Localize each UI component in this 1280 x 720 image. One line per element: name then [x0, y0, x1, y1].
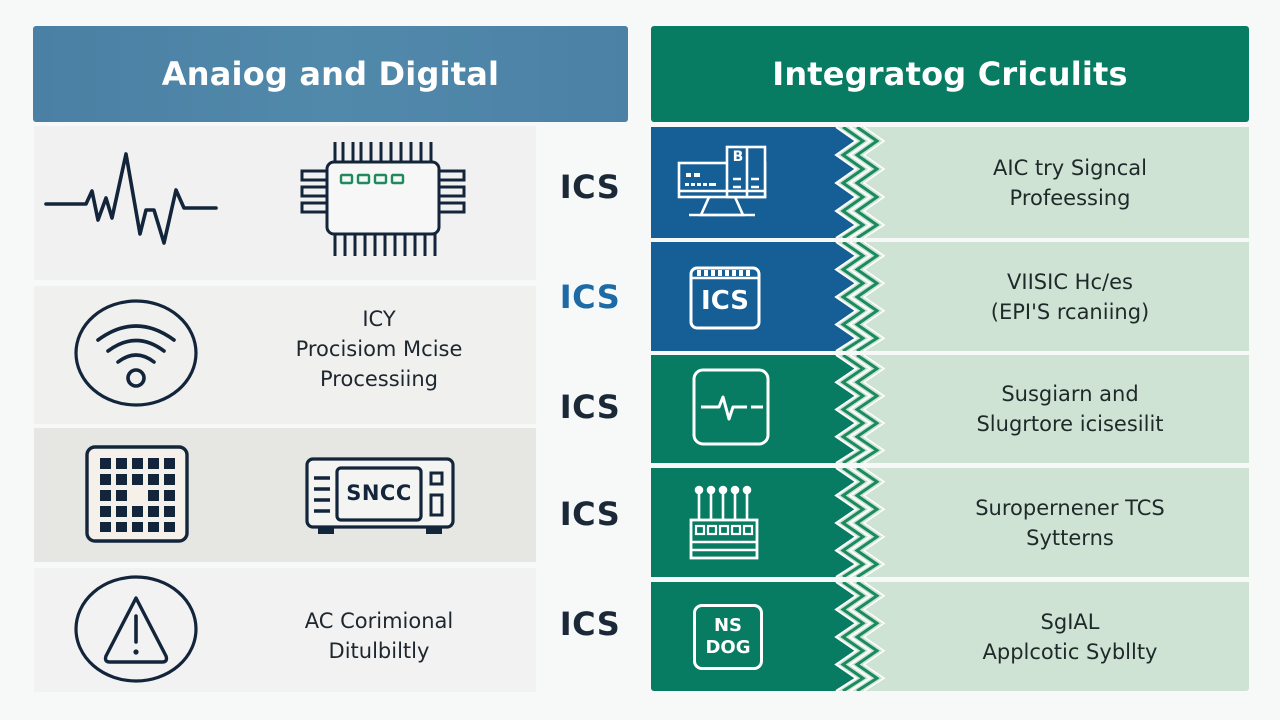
right-row-1-text: AIC try Signcal Profeessing — [993, 155, 1147, 210]
device-label: SNCC — [346, 481, 412, 505]
row-2-icon-bar — [651, 242, 836, 351]
left-row-3: SNCC — [34, 428, 536, 562]
left-row-2: ICY Procisiom Mcise Processiing — [34, 286, 536, 424]
warning-icon — [74, 575, 198, 683]
left-panel-title: Anaiog and Digital — [161, 55, 500, 93]
right-panel-header: Integratog Criculits — [651, 26, 1249, 122]
left-row-4: AC Corimional Ditulbiltly — [34, 568, 536, 692]
right-row-1: B AIC try Signcal Profeessing — [651, 127, 1249, 238]
left-row-1 — [34, 126, 536, 280]
right-row-4: Suropernener TCS Sytterns — [651, 468, 1249, 577]
ics-label-1: ICS — [559, 168, 621, 206]
zigzag-divider — [816, 582, 886, 691]
left-row-4-text: AC Corimional Ditulbiltly — [304, 609, 454, 663]
right-row-2: ICS VIISIC Hc/es (EPI'S rcaniing) — [651, 242, 1249, 351]
ics-label-5: ICS — [559, 605, 621, 643]
computer-monitor-icon: B — [677, 145, 769, 223]
chip-label: ICS — [701, 286, 749, 316]
microchip-icon — [300, 142, 466, 256]
monitor-letter: B — [732, 149, 744, 165]
zigzag-divider — [816, 468, 886, 577]
ics-label-4: ICS — [559, 495, 621, 533]
right-row-3: Susgiarn and Slugrtore icisesilit — [651, 355, 1249, 463]
ics-label-2: ICS — [559, 278, 621, 316]
wifi-signal-icon — [74, 299, 198, 407]
left-panel-header: Anaiog and Digital — [33, 26, 628, 122]
circuit-board-icon — [689, 485, 759, 560]
ics-chip-icon: ICS — [689, 266, 761, 330]
pixel-grid-icon — [85, 445, 189, 543]
right-row-2-text: VIISIC Hc/es (EPI'S rcaniing) — [990, 269, 1150, 324]
ics-label-3: ICS — [559, 388, 621, 426]
waveform-icon — [44, 152, 218, 245]
right-row-3-text: Susgiarn and Slugrtore icisesilit — [976, 382, 1164, 436]
zigzag-divider — [816, 127, 886, 238]
zigzag-divider — [816, 355, 886, 463]
right-panel-title: Integratog Criculits — [772, 55, 1128, 93]
device-display-icon: SNCC — [304, 456, 456, 536]
row-5-icon-bar — [651, 582, 836, 691]
right-row-4-text: Suropernener TCS Sytterns — [975, 495, 1165, 550]
right-row-5: NS DOG SgIAL Applcotic Sybllty — [651, 582, 1249, 691]
heartbeat-monitor-icon — [692, 368, 770, 446]
ns-dog-badge-icon: NS DOG — [693, 604, 763, 670]
right-row-5-text: SgIAL Applcotic Sybllty — [982, 609, 1158, 664]
zigzag-divider — [816, 242, 886, 351]
left-row-2-text: ICY Procisiom Mcise Processiing — [295, 307, 463, 391]
